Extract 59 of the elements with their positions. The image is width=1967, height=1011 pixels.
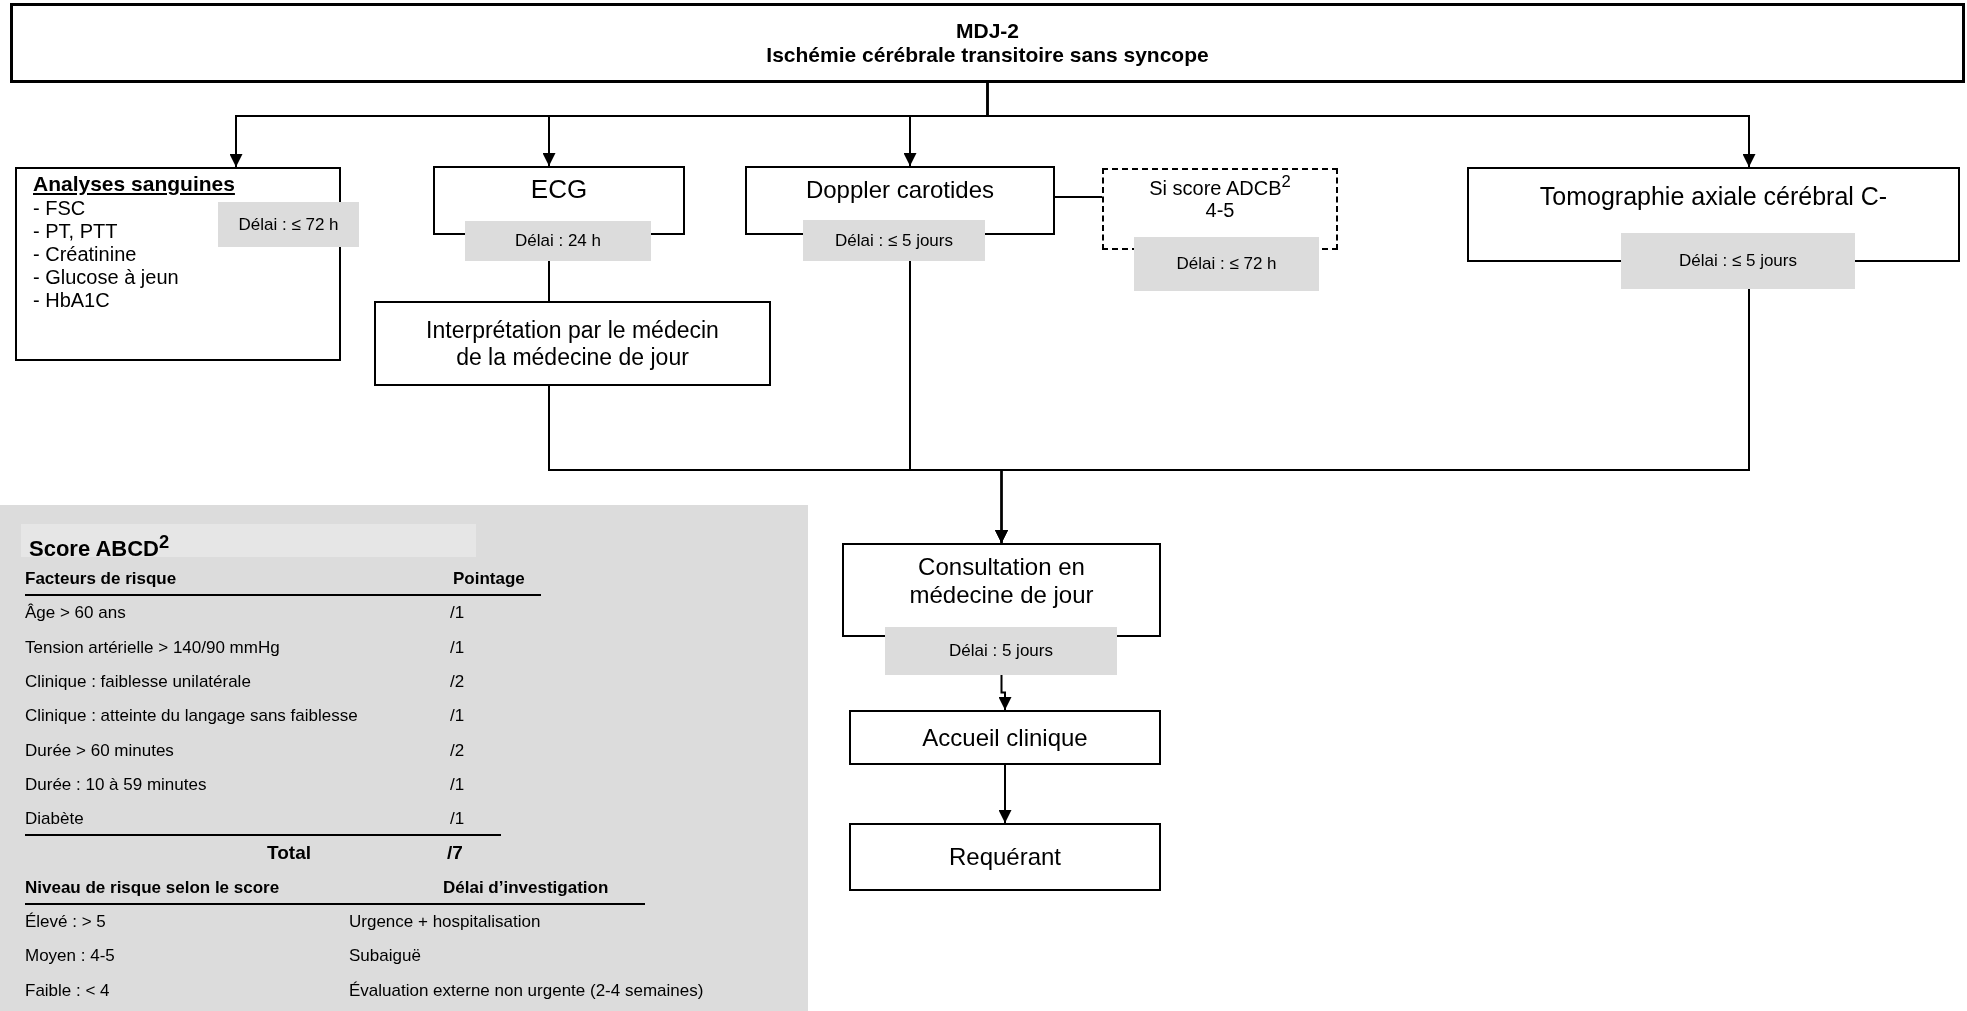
table-cell: Faible : < 4 <box>25 979 110 1002</box>
table-cell: /1 <box>450 808 465 831</box>
table-cell: /1 <box>450 636 465 659</box>
node-label: ECG <box>530 174 588 205</box>
node-label: Doppler carotides <box>805 175 995 204</box>
delay-tag: Délai : 5 jours <box>885 627 1117 675</box>
delay-tag: Délai : ≤ 5 jours <box>803 220 985 261</box>
score-panel <box>0 505 808 1011</box>
column-header: Délai d’investigation <box>443 876 609 899</box>
list-item: - FSC <box>33 197 86 220</box>
connector-arrow <box>995 288 1750 544</box>
delay-tag: Délai : ≤ 5 jours <box>1621 233 1855 289</box>
table-cell: /2 <box>450 670 465 693</box>
table-cell: Urgence + hospitalisation <box>349 911 541 933</box>
node-label: Si score ADCB$^{2}$ 4-5 <box>1148 170 1292 223</box>
connector-arrow <box>998 764 1012 824</box>
process-box <box>849 710 1161 765</box>
table-cell: Durée : 10 à 59 minutes <box>25 773 207 796</box>
connector-arrow <box>986 82 1756 168</box>
table-cell: Diabète <box>25 808 84 831</box>
list-item: - Glucose à jeun <box>33 266 179 289</box>
process-box <box>374 301 771 386</box>
table-cell: /1 <box>450 773 465 796</box>
table-cell: Élevé : > 5 <box>25 911 106 933</box>
connector-arrow <box>998 674 1012 711</box>
process-box <box>849 823 1161 891</box>
table-cell: Tension artérielle > 140/90 mmHg <box>25 636 280 659</box>
total-label: Total <box>267 842 311 865</box>
table-cell: Clinique : faiblesse unilatérale <box>25 670 251 693</box>
list-item: - PT, PTT <box>33 220 118 243</box>
table-cell: Moyen : 4-5 <box>25 945 115 968</box>
table-cell: /1 <box>450 705 465 728</box>
node-label: Interprétation par le médecin de la médecine de jour <box>425 317 720 370</box>
table-cell: Subaiguë <box>349 945 421 968</box>
column-header: Pointage <box>453 568 525 590</box>
column-header: Niveau de risque selon le score <box>25 876 280 899</box>
total-label: /7 <box>447 842 463 865</box>
table-cell: Durée > 60 minutes <box>25 739 174 762</box>
node-label: Requérant <box>948 843 1062 871</box>
delay-tag: Délai : 24 h <box>465 221 651 261</box>
list-item: - Créatinine <box>33 243 137 266</box>
panel-title: Score ABCD$^{2}$ <box>21 524 476 557</box>
column-header: Facteurs de risque <box>25 568 177 590</box>
delay-tag: Délai : ≤ 72 h <box>218 202 359 247</box>
process-box <box>842 543 1161 637</box>
table-cell: Âge > 60 ans <box>25 602 126 625</box>
title-box <box>10 3 1965 83</box>
list-item: - HbA1C <box>33 289 110 312</box>
node-label: Tomographie axiale cérébral C- <box>1539 182 1888 211</box>
table-cell: Clinique : atteinte du langage sans faiblesse <box>25 705 358 728</box>
node-heading: Ischémie cérébrale transitoire sans syncope <box>766 43 1209 68</box>
node-heading: MDJ-2 <box>956 18 1019 43</box>
table-cell: Évaluation externe non urgente (2-4 semaines) <box>349 979 704 1002</box>
section-heading: Analyses sanguines <box>33 172 235 195</box>
table-cell: /1 <box>450 602 465 625</box>
node-label: Accueil clinique <box>922 723 1088 752</box>
node-label: Consultation en médecine de jour <box>908 553 1095 609</box>
delay-tag: Délai : ≤ 72 h <box>1134 237 1319 291</box>
table-cell: /2 <box>450 739 465 762</box>
